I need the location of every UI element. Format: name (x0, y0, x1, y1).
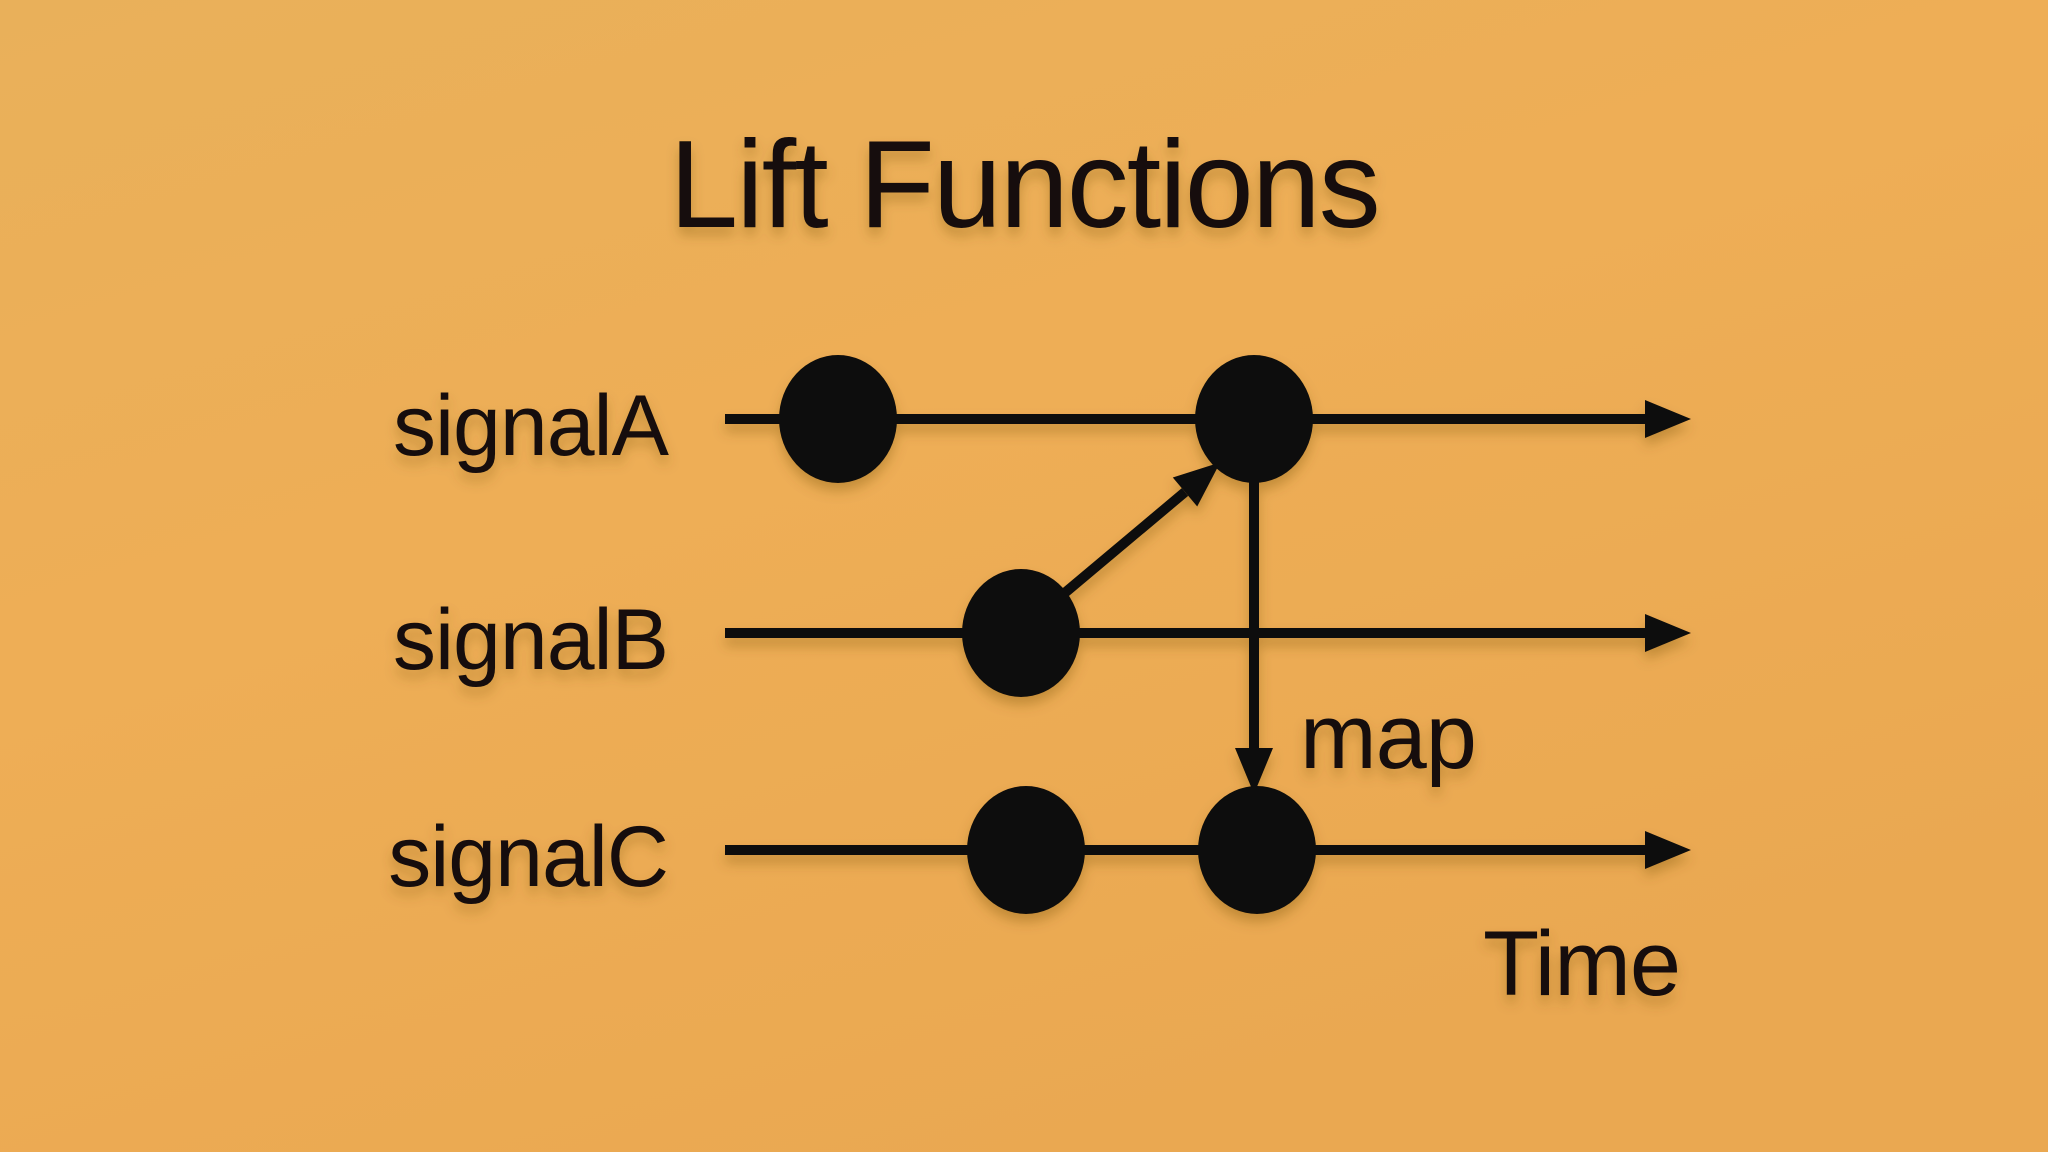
signal-dot-signalB-1 (962, 569, 1080, 697)
signal-rows: signalA signalB signalC (388, 355, 1691, 914)
signal-label-signalC: signalC (388, 809, 668, 905)
signal-dot-signalC-1 (967, 786, 1085, 914)
signal-label-signalA: signalA (393, 378, 670, 474)
signal-dot-signalA-2 (1195, 355, 1313, 483)
signal-dot-signalA-1 (779, 355, 897, 483)
connector-arrows (1044, 462, 1273, 794)
signal-dot-signalC-2 (1198, 786, 1316, 914)
signal-label-signalB: signalB (393, 592, 668, 688)
diagram-title: Lift Functions (669, 116, 1378, 254)
time-label: Time (1483, 913, 1680, 1015)
map-label: map (1300, 686, 1476, 788)
lift-arrow-b-to-a (1044, 462, 1221, 611)
